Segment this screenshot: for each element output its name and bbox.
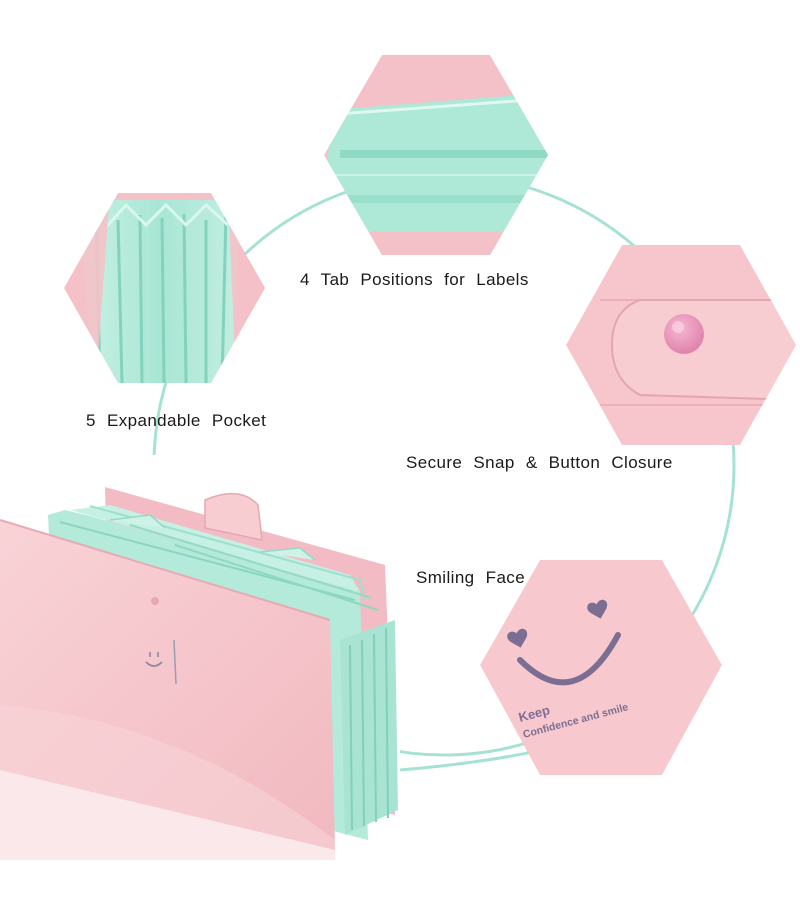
label-expandable-pocket: 5 Expandable Pocket	[86, 411, 267, 430]
hex-expandable-pocket	[64, 193, 265, 383]
snap-button-icon	[664, 314, 704, 354]
expanding-folder-image	[0, 487, 398, 860]
label-snap-closure: Secure Snap & Button Closure	[406, 453, 673, 472]
label-smiling-face: Smiling Face	[416, 568, 526, 587]
cover-smiley-icon	[145, 639, 177, 685]
smile-face-icon	[507, 599, 621, 686]
hex-smiling-face	[480, 560, 722, 775]
label-tab-positions: 4 Tab Positions for Labels	[300, 270, 529, 289]
hex-tab-positions	[324, 55, 548, 255]
